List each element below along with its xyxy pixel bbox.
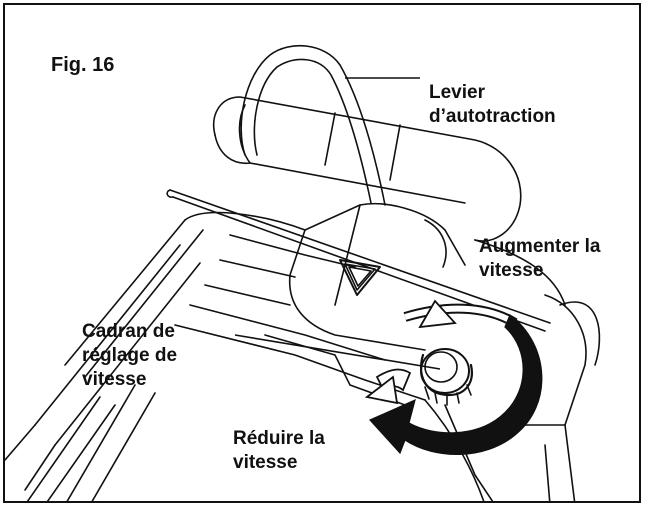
- label-line: Réduire la: [233, 428, 325, 449]
- label-line: vitesse: [479, 260, 544, 281]
- label-line: vitesse: [233, 452, 298, 473]
- speed-dial: [419, 348, 473, 406]
- label-line: Augmenter la: [479, 236, 601, 257]
- label-line: vitesse: [82, 369, 147, 390]
- figure-frame: Fig. 16 Levier d’autotraction Augmenter …: [3, 3, 641, 503]
- label-line: Levier: [429, 82, 485, 103]
- leader-dial: [234, 334, 441, 370]
- leader-lines: [234, 77, 441, 370]
- handlebar: [213, 96, 522, 242]
- figure-number: Fig. 16: [51, 54, 115, 76]
- label-decrease-speed: Réduire la vitesse: [233, 427, 325, 475]
- label-self-propel-lever: Levier d’autotraction: [429, 81, 556, 129]
- label-increase-speed: Augmenter la vitesse: [479, 235, 600, 283]
- handle-rails: [5, 219, 204, 501]
- label-line: Cadran de: [82, 321, 175, 342]
- mower-handle-drawing: [5, 44, 601, 501]
- label-line: réglage de: [82, 345, 178, 366]
- label-speed-dial: Cadran de réglage de vitesse: [82, 320, 177, 392]
- decrease-arrow-icon: [364, 314, 543, 455]
- increase-arrow-icon: [403, 299, 518, 329]
- control-console: [174, 202, 466, 406]
- label-line: d’autotraction: [429, 106, 556, 127]
- self-propel-lever: [240, 44, 386, 206]
